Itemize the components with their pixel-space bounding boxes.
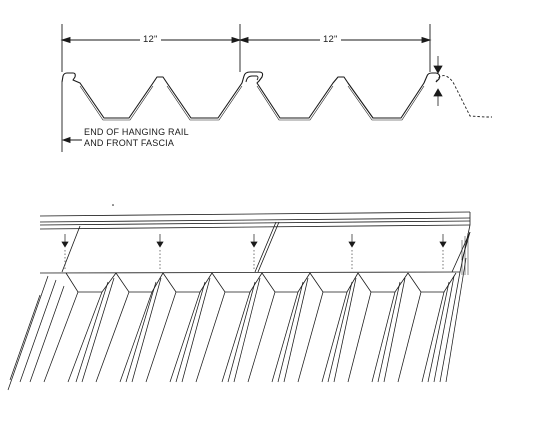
soffit-perspective bbox=[7, 211, 471, 391]
dimension-lines bbox=[60, 24, 432, 72]
panel-profile bbox=[61, 71, 492, 121]
arrow-down-icon bbox=[61, 234, 447, 248]
arrow-up-icon bbox=[433, 88, 443, 106]
arrow-down-icon bbox=[433, 56, 443, 74]
arrow-left-icon bbox=[61, 82, 82, 152]
fascia-note-line-2: AND FRONT FASCIA bbox=[84, 137, 175, 148]
dimension-label-left: 12" bbox=[140, 34, 161, 45]
dimension-label-right: 12" bbox=[320, 34, 341, 45]
fascia-note: END OF HANGING RAIL AND FRONT FASCIA bbox=[84, 127, 189, 148]
clip-marks bbox=[64, 250, 444, 270]
speck bbox=[112, 204, 114, 206]
fascia-note-line-1: END OF HANGING RAIL bbox=[84, 127, 189, 137]
